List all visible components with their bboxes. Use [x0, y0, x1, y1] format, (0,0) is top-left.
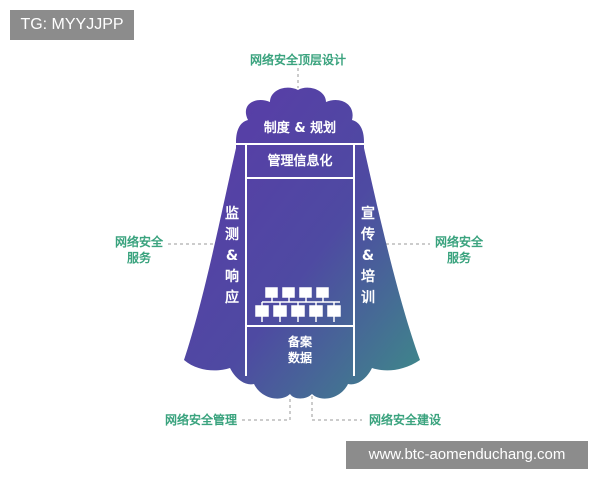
server-node	[309, 305, 323, 317]
server-node	[273, 305, 287, 317]
left-column-char: 测	[225, 227, 239, 243]
left-service-line2: 服务	[126, 251, 151, 265]
connector-bottom-left	[242, 396, 291, 421]
left-column-char: 响	[225, 269, 239, 285]
right-service-line2: 服务	[446, 251, 471, 265]
left-column-text: 监 测 & 响 应	[222, 204, 242, 309]
construction-label: 网络安全建设	[368, 413, 441, 427]
cap-text: 制度 & 规划	[263, 121, 337, 136]
server-node	[265, 287, 278, 298]
right-column-char: 培	[361, 269, 375, 285]
right-column-char: 传	[361, 227, 375, 243]
top-design-label: 网络安全顶层设计	[249, 53, 346, 67]
right-column-text: 宣 传 & 培 训	[358, 204, 378, 309]
bell-shape	[184, 87, 420, 399]
watermark-tag: TG: MYYJJPP	[10, 10, 134, 40]
server-tree	[255, 287, 341, 322]
right-service-line1: 网络安全	[434, 235, 483, 249]
server-node	[299, 287, 312, 298]
server-node	[316, 287, 329, 298]
watermark-url: www.btc-aomenduchang.com	[346, 441, 588, 469]
left-column-char: 应	[225, 290, 239, 306]
left-service-label: 网络安全 服务	[104, 234, 174, 266]
management-label: 网络安全管理	[164, 413, 237, 427]
left-column-char: 监	[225, 206, 239, 222]
base-line2: 数据	[287, 351, 312, 365]
left-column-char: &	[225, 248, 239, 264]
right-column-char: 宣	[361, 206, 375, 222]
server-node	[291, 305, 305, 317]
right-column-char: 训	[361, 290, 375, 306]
center-title: 管理信息化	[267, 154, 333, 169]
connector-bottom-right	[311, 396, 362, 421]
right-column-char: &	[361, 248, 375, 264]
server-node	[255, 305, 269, 317]
base-line1: 备案	[287, 335, 312, 349]
left-service-line1: 网络安全	[114, 235, 163, 249]
server-node	[282, 287, 295, 298]
right-service-label: 网络安全 服务	[424, 234, 494, 266]
server-node	[327, 305, 341, 317]
base-text: 备案 数据	[270, 334, 330, 366]
